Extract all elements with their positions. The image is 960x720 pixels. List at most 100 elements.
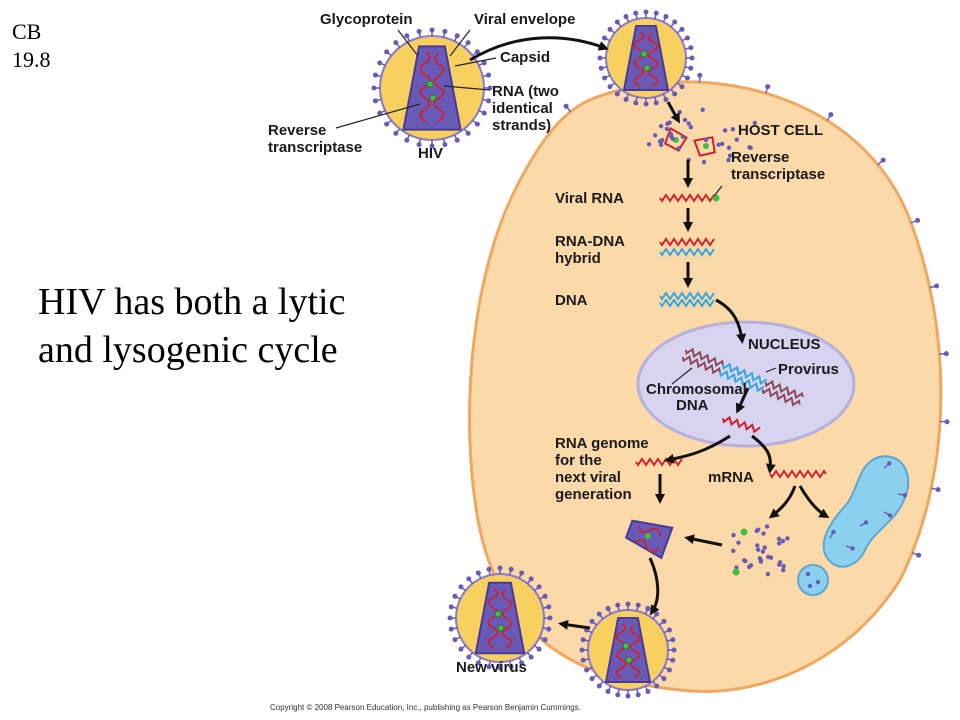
fusing-virion-glycoprotein-knob <box>653 10 659 16</box>
hiv-virion-rna <box>419 51 431 123</box>
assembling-capsid-rna <box>637 525 662 537</box>
new-virus-glycoprotein-knob <box>497 665 503 671</box>
new-virus-glycoprotein-knob <box>519 660 525 666</box>
reverse-transcriptase-dot <box>740 528 748 536</box>
fusing-virion-glycoprotein-knob <box>672 19 678 25</box>
fusing-virion-rna <box>647 33 659 87</box>
budding-virion-glycoprotein-knob <box>654 683 660 689</box>
hiv-virion-glycoprotein-knob <box>465 130 471 136</box>
label-rna-genome-line-3: next viral <box>555 469 621 486</box>
hiv-virion-glycoprotein-knob <box>474 49 480 55</box>
hiv-virion <box>371 27 493 149</box>
diagram-labels: Glycoprotein Viral envelope Capsid RNA (… <box>268 11 839 712</box>
viral-protein <box>743 558 748 564</box>
fusing-virion-glycoprotein-knob <box>598 65 604 71</box>
viral-protein <box>781 567 786 573</box>
arrow-to-genome <box>664 434 731 464</box>
fusing-virion-glycoprotein-knob <box>663 96 669 102</box>
new-virus-glycoprotein-knob <box>458 646 464 652</box>
arrow-provirus-to-transcript <box>735 387 750 414</box>
chromosomal-dna <box>681 355 721 375</box>
viral-protein <box>765 571 771 577</box>
fusing-virion-glycoprotein-knob <box>672 91 678 97</box>
hiv-virion-glycoprotein-knob <box>487 85 493 91</box>
new-virus-glycoprotein-knob <box>536 584 542 590</box>
er-glycoprotein-knob <box>850 546 855 551</box>
new-virus-glycoprotein-knob <box>542 593 548 599</box>
viral-protein <box>780 538 786 544</box>
provirus-strand <box>721 362 768 385</box>
chromosomal-dna <box>761 387 801 407</box>
hiv-virion-glycoprotein-knob <box>454 33 460 39</box>
budding-virion-reverse-transcriptase <box>622 642 630 650</box>
label-reverse-transcriptase-line-1: Reverse <box>268 122 326 139</box>
chromosomal-dna <box>764 379 804 400</box>
cell-stud-knob <box>934 283 940 289</box>
dna-strand-1 <box>659 291 715 301</box>
cell-stud-knob <box>880 157 886 163</box>
hiv-virion-glycoprotein-knob <box>372 98 378 104</box>
er-glycoprotein-knob <box>887 461 892 466</box>
viral-protein <box>777 562 782 567</box>
reverse-transcriptase-dot <box>732 568 740 576</box>
budding-virion-glycoprotein-knob <box>666 667 672 673</box>
new-virus-glycoprotein-knob <box>508 566 514 572</box>
cell-stud-knob <box>828 112 834 118</box>
released-protein <box>664 126 670 132</box>
released-protein <box>686 121 691 126</box>
released-protein <box>646 142 652 147</box>
viral-protein <box>781 564 786 569</box>
released-protein <box>677 109 682 115</box>
new-virus-rna <box>501 589 513 649</box>
released-protein <box>680 134 686 139</box>
cell-stud-knob <box>697 72 703 78</box>
label-reverse-transcriptase-line-2: transcriptase <box>268 139 362 156</box>
viral-protein <box>758 559 764 564</box>
hiv-virion-glycoprotein-knob <box>429 143 435 149</box>
arrow-proteins-to-assembly <box>684 534 723 547</box>
budding-virion-glycoprotein-knob <box>625 601 631 607</box>
hiv-virion-glycoprotein-knob <box>486 98 492 104</box>
fusing-virion-rna <box>633 31 645 87</box>
released-protein <box>682 117 688 123</box>
new-virus-glycoprotein-knob <box>466 654 472 660</box>
arrow-fusion-to-uncoat <box>666 101 680 124</box>
slide-caption-line-1: HIV has both a lytic <box>38 281 346 323</box>
budding-virion-glycoprotein-knob <box>615 692 621 698</box>
viral-protein <box>746 564 752 570</box>
cell-membrane-proteins <box>563 72 950 558</box>
hiv-virion-glycoprotein-knob <box>393 40 399 46</box>
new-virus-glycoprotein-knob <box>448 626 454 632</box>
cell-stud-knob <box>915 217 921 223</box>
label-viral-envelope: Viral envelope <box>474 11 575 28</box>
budding-virion-glycoprotein-knob <box>635 602 641 608</box>
budding-virion-glycoprotein-knob <box>645 688 651 694</box>
cell-stud-knob <box>944 419 950 425</box>
viral-protein <box>761 531 766 536</box>
hiv-virion-glycoprotein-knob <box>474 121 480 127</box>
hiv-virion-glycoprotein-knob <box>416 28 422 34</box>
released-protein <box>688 124 694 130</box>
fusing-virion-glycoprotein-knob <box>623 96 629 102</box>
label-mrna: mRNA <box>708 469 754 486</box>
budding-virion-glycoprotein-knob <box>645 606 651 612</box>
fusing-virion-glycoprotein-knob <box>643 101 649 107</box>
chromosomal-dna <box>684 347 724 368</box>
label-rna-genome-line-2: for the <box>555 452 602 469</box>
new-virus-glycoprotein-knob <box>528 576 534 582</box>
slide-reference-line-1: CB <box>12 19 42 44</box>
fusing-virion-glycoprotein-knob <box>602 75 608 81</box>
arrow-virus-to-cell <box>469 36 609 62</box>
fusing-virion-glycoprotein-knob <box>684 35 690 41</box>
vesicle-glycoprotein-knob <box>807 583 813 589</box>
fusing-virion-glycoprotein-knob <box>688 45 694 51</box>
fusing-virion-glycoprotein-knob <box>643 9 649 15</box>
slide-reference-line-2: 19.8 <box>12 47 51 72</box>
fusing-virion-glycoprotein-knob <box>607 26 613 32</box>
cell-stud-knob <box>916 552 922 558</box>
new-virus-glycoprotein-knob <box>546 604 552 610</box>
new-virus-glycoprotein-knob <box>458 584 464 590</box>
hiv-virion-glycoprotein-knob <box>442 142 448 148</box>
budding-virion-rna <box>615 623 627 679</box>
hiv-virion-glycoprotein-knob <box>486 72 492 78</box>
